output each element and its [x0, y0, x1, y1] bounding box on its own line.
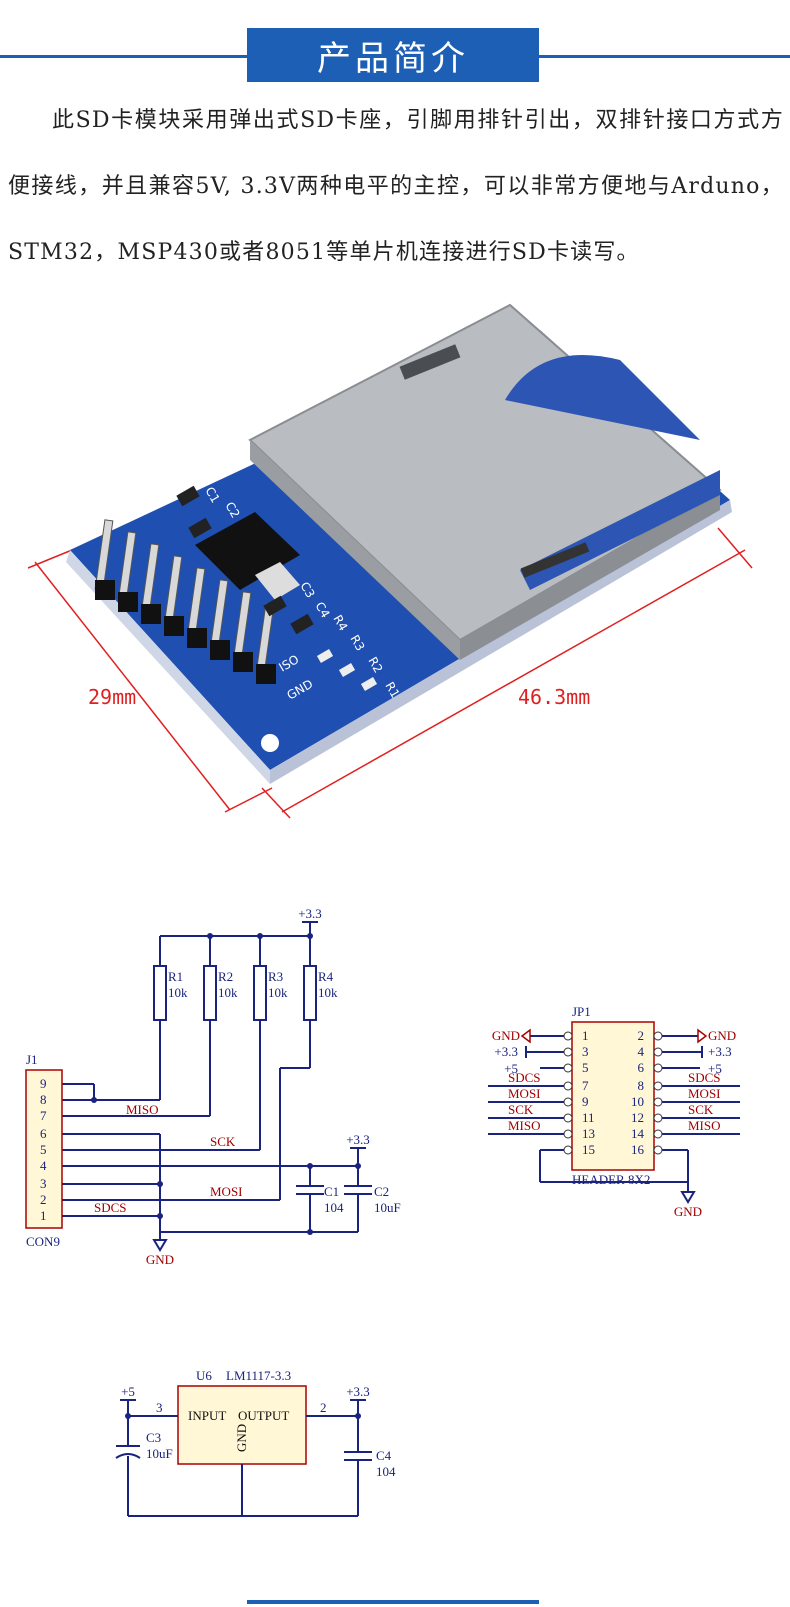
svg-text:10k: 10k: [168, 985, 188, 1000]
svg-text:6: 6: [638, 1060, 645, 1075]
footer-rule: [247, 1600, 539, 1604]
svg-text:5: 5: [40, 1142, 47, 1157]
svg-text:9: 9: [40, 1076, 47, 1091]
svg-text:MOSI: MOSI: [688, 1086, 721, 1101]
svg-text:MISO: MISO: [688, 1118, 721, 1133]
svg-text:OUTPUT: OUTPUT: [238, 1408, 289, 1423]
svg-text:+5: +5: [504, 1061, 518, 1076]
svg-text:7: 7: [40, 1108, 47, 1123]
svg-text:10uF: 10uF: [374, 1200, 401, 1215]
svg-text:+3.3: +3.3: [346, 1132, 370, 1147]
svg-text:GND: GND: [708, 1028, 736, 1043]
svg-text:SCK: SCK: [508, 1102, 534, 1117]
schematic-regulator: U6 LM1117-3.3 +5 +3.3 3 2 C3 10uF C4 104…: [115, 1368, 396, 1517]
svg-text:MISO: MISO: [508, 1118, 541, 1133]
svg-text:C2: C2: [222, 500, 242, 521]
svg-text:13: 13: [582, 1126, 595, 1141]
connector-j1: [25, 1069, 63, 1229]
svg-text:+5: +5: [708, 1061, 722, 1076]
svg-text:C1: C1: [324, 1184, 339, 1199]
svg-text:6: 6: [40, 1126, 47, 1141]
regulator-chip: [195, 512, 300, 590]
dimension-lines: [27, 527, 753, 819]
svg-text:+3.3: +3.3: [494, 1044, 518, 1059]
svg-text:R4: R4: [318, 969, 334, 984]
svg-text:4: 4: [638, 1044, 645, 1059]
svg-text:C3: C3: [297, 580, 317, 601]
svg-text:2: 2: [638, 1028, 645, 1043]
svg-text:1: 1: [40, 1208, 47, 1223]
svg-text:8: 8: [40, 1092, 47, 1107]
svg-text:104: 104: [376, 1464, 396, 1479]
svg-text:R1: R1: [168, 969, 183, 984]
svg-text:R4: R4: [330, 613, 350, 634]
svg-text:R3: R3: [347, 633, 367, 654]
svg-text:104: 104: [324, 1200, 344, 1215]
svg-text:SDCS: SDCS: [688, 1070, 721, 1085]
svg-text:GND: GND: [492, 1028, 520, 1043]
svg-text:9: 9: [582, 1094, 589, 1109]
sd-module-photo: C1 C2 C3 C4 R1 R2 R3 R4 ISO GND 29mm 46.…: [27, 303, 753, 819]
svg-text:14: 14: [631, 1126, 645, 1141]
svg-text:3: 3: [156, 1400, 163, 1415]
svg-text:INPUT: INPUT: [188, 1408, 226, 1423]
svg-text:GND: GND: [674, 1204, 702, 1219]
svg-text:SCK: SCK: [210, 1134, 236, 1149]
svg-text:J1: J1: [26, 1052, 38, 1067]
svg-text:5: 5: [582, 1060, 589, 1075]
svg-text:12: 12: [631, 1110, 644, 1125]
svg-text:+5: +5: [121, 1384, 135, 1399]
svg-text:+3.3: +3.3: [298, 906, 322, 921]
intro-paragraph: 此SD卡模块采用弹出式SD卡座，引脚用排针引出，双排针接口方式方便接线，并且兼容…: [8, 108, 784, 265]
section-title: 产品简介: [247, 28, 539, 82]
svg-text:10k: 10k: [218, 985, 238, 1000]
svg-text:2: 2: [40, 1192, 47, 1207]
svg-text:C4: C4: [312, 600, 332, 621]
svg-text:MISO: MISO: [126, 1102, 159, 1117]
svg-text:CON9: CON9: [26, 1234, 60, 1249]
svg-text:2: 2: [320, 1400, 327, 1415]
svg-text:U6: U6: [196, 1368, 212, 1383]
mount-hole: [261, 734, 279, 752]
svg-text:HEADER 8X2: HEADER 8X2: [572, 1172, 650, 1187]
svg-text:1: 1: [582, 1028, 589, 1043]
svg-text:+3.3: +3.3: [346, 1384, 370, 1399]
svg-text:C1: C1: [202, 485, 222, 506]
svg-text:10k: 10k: [318, 985, 338, 1000]
svg-text:+3.3: +3.3: [708, 1044, 732, 1059]
svg-text:R3: R3: [268, 969, 283, 984]
svg-text:3: 3: [40, 1176, 47, 1191]
svg-text:MOSI: MOSI: [210, 1184, 243, 1199]
svg-text:4: 4: [40, 1158, 47, 1173]
svg-text:10k: 10k: [268, 985, 288, 1000]
pin-headers: [94, 519, 275, 675]
svg-text:R1: R1: [382, 680, 402, 701]
svg-text:SDCS: SDCS: [508, 1070, 541, 1085]
svg-text:10uF: 10uF: [146, 1446, 173, 1461]
svg-text:LM1117-3.3: LM1117-3.3: [226, 1368, 291, 1383]
svg-text:10: 10: [631, 1094, 644, 1109]
svg-text:7: 7: [582, 1078, 589, 1093]
svg-text:GND: GND: [234, 1424, 249, 1452]
svg-text:R2: R2: [218, 969, 233, 984]
schematic-header-8x2: JP1 HEADER 8X2 1 3 5 7 9 11 13 15 2 4 6 …: [488, 1004, 740, 1219]
svg-text:8: 8: [638, 1078, 645, 1093]
svg-text:SDCS: SDCS: [94, 1200, 127, 1215]
width-dimension: 29mm: [88, 685, 136, 709]
svg-text:15: 15: [582, 1142, 595, 1157]
svg-text:MOSI: MOSI: [508, 1086, 541, 1101]
svg-text:C2: C2: [374, 1184, 389, 1199]
svg-text:C4: C4: [376, 1448, 392, 1463]
svg-text:C3: C3: [146, 1430, 161, 1445]
svg-text:SCK: SCK: [688, 1102, 714, 1117]
svg-text:16: 16: [631, 1142, 645, 1157]
svg-text:JP1: JP1: [572, 1004, 591, 1019]
svg-text:11: 11: [582, 1110, 595, 1125]
svg-text:GND: GND: [146, 1252, 174, 1267]
svg-text:R2: R2: [365, 655, 385, 676]
length-dimension: 46.3mm: [518, 685, 590, 709]
svg-text:3: 3: [582, 1044, 589, 1059]
